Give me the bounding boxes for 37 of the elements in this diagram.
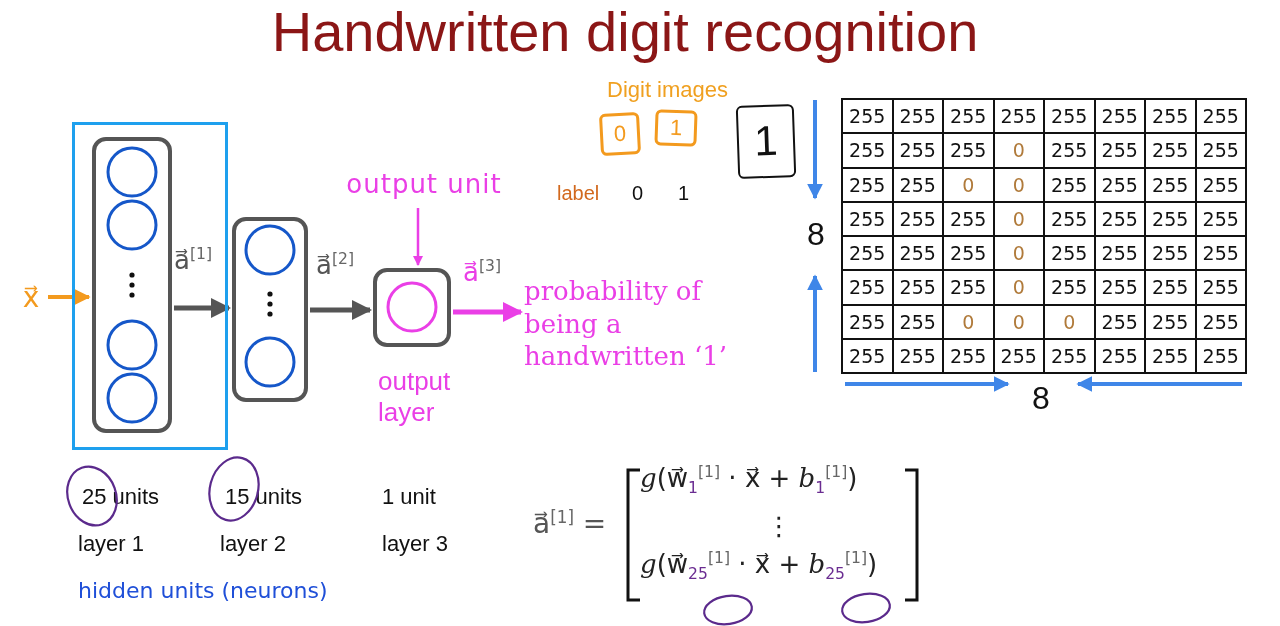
pixel-value-cell: 255	[841, 98, 894, 135]
digit-image-box: 0	[598, 112, 642, 156]
pixel-value-cell: 255	[1194, 337, 1247, 374]
digit-image-box: 1	[735, 104, 797, 179]
arrow	[174, 298, 231, 318]
diagram-title: Handwritten digit recognition	[270, 0, 980, 65]
dimension-label: 8	[1032, 380, 1050, 417]
handwritten-note: hidden units (neurons)	[78, 578, 328, 604]
highlight-frame	[72, 122, 228, 450]
layer-caption: layer 2	[220, 531, 287, 557]
arrow	[48, 289, 91, 305]
label-value: 1	[678, 182, 690, 205]
arrow	[413, 208, 423, 266]
pixel-value-cell: 255	[1194, 98, 1247, 135]
row-label: label	[557, 182, 600, 205]
input-vector-label: x⃗	[16, 278, 46, 316]
layer-box	[232, 217, 308, 402]
layer-caption: layer 3	[382, 531, 449, 557]
caption-text: Digit images	[607, 77, 729, 103]
output-description: probability of being a handwritten ‘1’	[524, 264, 759, 384]
formula-text: g(w⃗$_{25}$$^{[1]}$ · x⃗ + b$_{25}$$^{[1]}$)	[640, 550, 878, 585]
pixel-value-cell: 255	[841, 337, 894, 374]
unit-count: 15 units	[225, 484, 303, 510]
unit-count: 1 unit	[382, 484, 436, 510]
arrow	[453, 302, 523, 322]
layer-box	[92, 137, 172, 433]
layer-caption: output layer	[378, 366, 452, 429]
formula-text: g(w⃗$_{1}$$^{[1]}$ · x⃗ + b$_{1}$$^{[1]}$)	[640, 464, 858, 499]
layer-caption: layer 1	[78, 531, 145, 557]
dimension-label: 8	[807, 216, 825, 253]
formula-text: a⃗$^{[1]}$ =	[533, 508, 607, 541]
digit-image-box: 1	[654, 109, 698, 147]
formula-text: ⋮	[766, 512, 792, 542]
label-value: 0	[632, 182, 644, 205]
handwritten-note: output unit	[331, 164, 517, 204]
arrow	[310, 300, 372, 320]
output-layer-box	[373, 268, 451, 347]
